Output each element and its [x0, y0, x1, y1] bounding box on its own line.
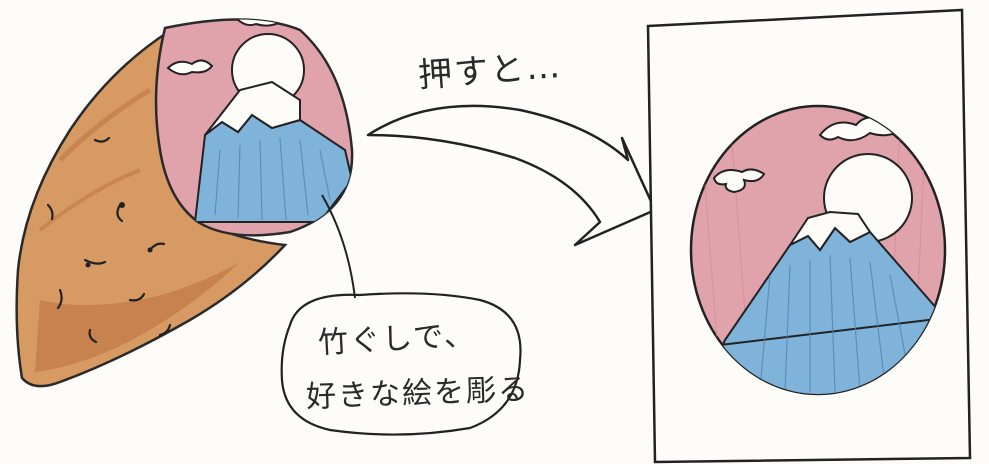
speech-bubble	[280, 194, 522, 436]
bubble-tail	[321, 194, 356, 299]
potato-shade	[35, 262, 240, 372]
curved-arrow	[366, 104, 657, 247]
push-caption: 押すと…	[416, 45, 564, 96]
cloud-shape	[166, 59, 214, 76]
carved-potato-face	[154, 18, 354, 237]
speech-bubble-line-2: 好きな絵を彫る	[305, 372, 531, 415]
speech-bubble-line-1: 竹ぐしで、	[317, 317, 477, 361]
stamp-print	[689, 104, 947, 396]
